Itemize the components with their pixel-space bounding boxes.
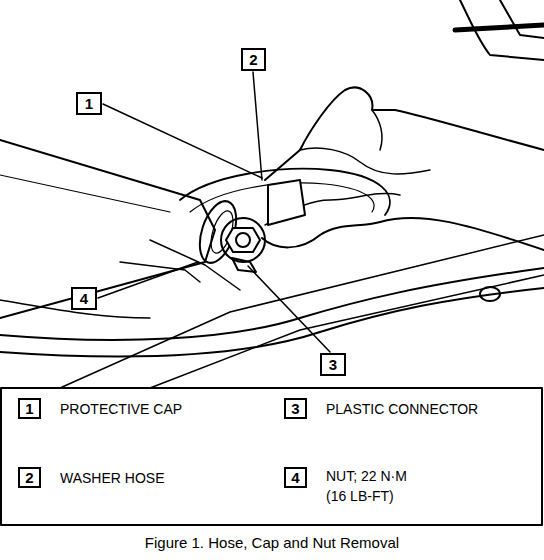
wiper-arm [0,140,215,318]
leader-line [248,266,330,352]
leader-line [103,104,262,178]
callout-box: 3 [320,353,346,376]
callout-box: 2 [241,48,266,71]
callout-box: 4 [284,467,307,488]
callout-box: 3 [284,398,307,419]
hand [265,88,544,180]
legend-frame [1,388,542,525]
leader-line [253,72,262,180]
callout-number: 3 [291,401,299,416]
wiper-arm [150,240,240,290]
callout-number: 3 [329,357,337,372]
panel-line [60,235,544,388]
callout-number: 4 [80,291,88,306]
hand [372,110,382,150]
stud [236,233,250,247]
part-name: PLASTIC CONNECTOR [326,399,536,419]
callout-box: 1 [76,92,102,115]
cowl-edge [0,288,544,356]
pivot [221,218,265,262]
part-name: PROTECTIVE CAP [60,399,260,419]
callout-box: 2 [18,467,41,488]
hand [300,148,430,174]
callout-number: 1 [85,96,93,111]
pliers [500,0,544,38]
wiper-arm [0,175,170,212]
callout-number: 1 [25,401,33,416]
protective-cap [268,180,305,225]
panel-line [150,275,544,388]
nut [226,228,260,252]
callout-number: 2 [249,52,257,67]
callout-number: 4 [291,470,299,485]
part-name: NUT; 22 N·M (16 LB-FT) [326,466,426,507]
pliers [455,25,544,30]
part-name: WASHER HOSE [60,468,260,488]
callout-number: 2 [25,470,33,485]
figure-caption: Figure 1. Hose, Cap and Nut Removal [145,534,399,551]
cowl-hole [480,287,500,301]
cowl-edge [0,268,544,340]
callout-box: 1 [18,398,41,419]
leader-line [98,262,198,298]
hand [262,218,544,250]
callout-box: 4 [71,287,97,310]
